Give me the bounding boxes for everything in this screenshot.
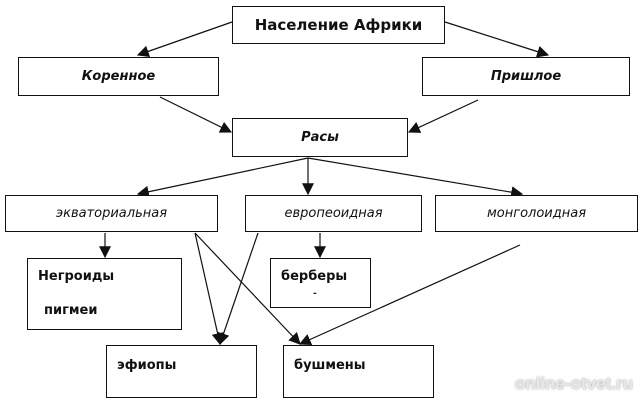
bushmen-box: бушмены bbox=[283, 345, 434, 398]
negroid-box: Негроиды пигмеи bbox=[27, 258, 182, 330]
ethiop-label: эфиопы bbox=[117, 358, 177, 373]
races-box: Расы bbox=[232, 118, 408, 157]
equatorial-box: экваториальная bbox=[5, 195, 218, 232]
arrow-native-races bbox=[159, 96, 233, 133]
arrow-title-migrant bbox=[444, 21, 550, 58]
watermark: online-otvet.ru bbox=[514, 374, 633, 393]
bushmen-label: бушмены bbox=[294, 358, 366, 373]
arrow-european-ethiop bbox=[217, 232, 259, 346]
arrow-equatorial-bushmen bbox=[194, 232, 301, 345]
arrow-races-equatorial bbox=[136, 157, 309, 198]
arrow-title-native bbox=[136, 21, 233, 58]
title-box: Население Африки bbox=[232, 6, 445, 44]
arrow-migrant-races bbox=[407, 99, 479, 133]
pygmy-label: пигмеи bbox=[44, 303, 98, 318]
berber-dash: - bbox=[313, 289, 317, 299]
native-box: Коренное bbox=[18, 57, 219, 96]
mongoloid-box: монголоидная bbox=[435, 195, 638, 232]
negroid-label: Негроиды bbox=[38, 269, 115, 284]
ethiop-box: эфиопы bbox=[106, 345, 257, 398]
berber-box: берберы - bbox=[270, 258, 371, 308]
european-box: европеоидная bbox=[245, 195, 422, 232]
arrow-equatorial-ethiop bbox=[194, 232, 224, 346]
arrow-races-mongoloid bbox=[307, 157, 524, 199]
berber-label: берберы bbox=[281, 269, 348, 284]
migrant-box: Пришлое bbox=[422, 57, 630, 96]
arrow-mongoloid-bushmen bbox=[298, 244, 521, 346]
